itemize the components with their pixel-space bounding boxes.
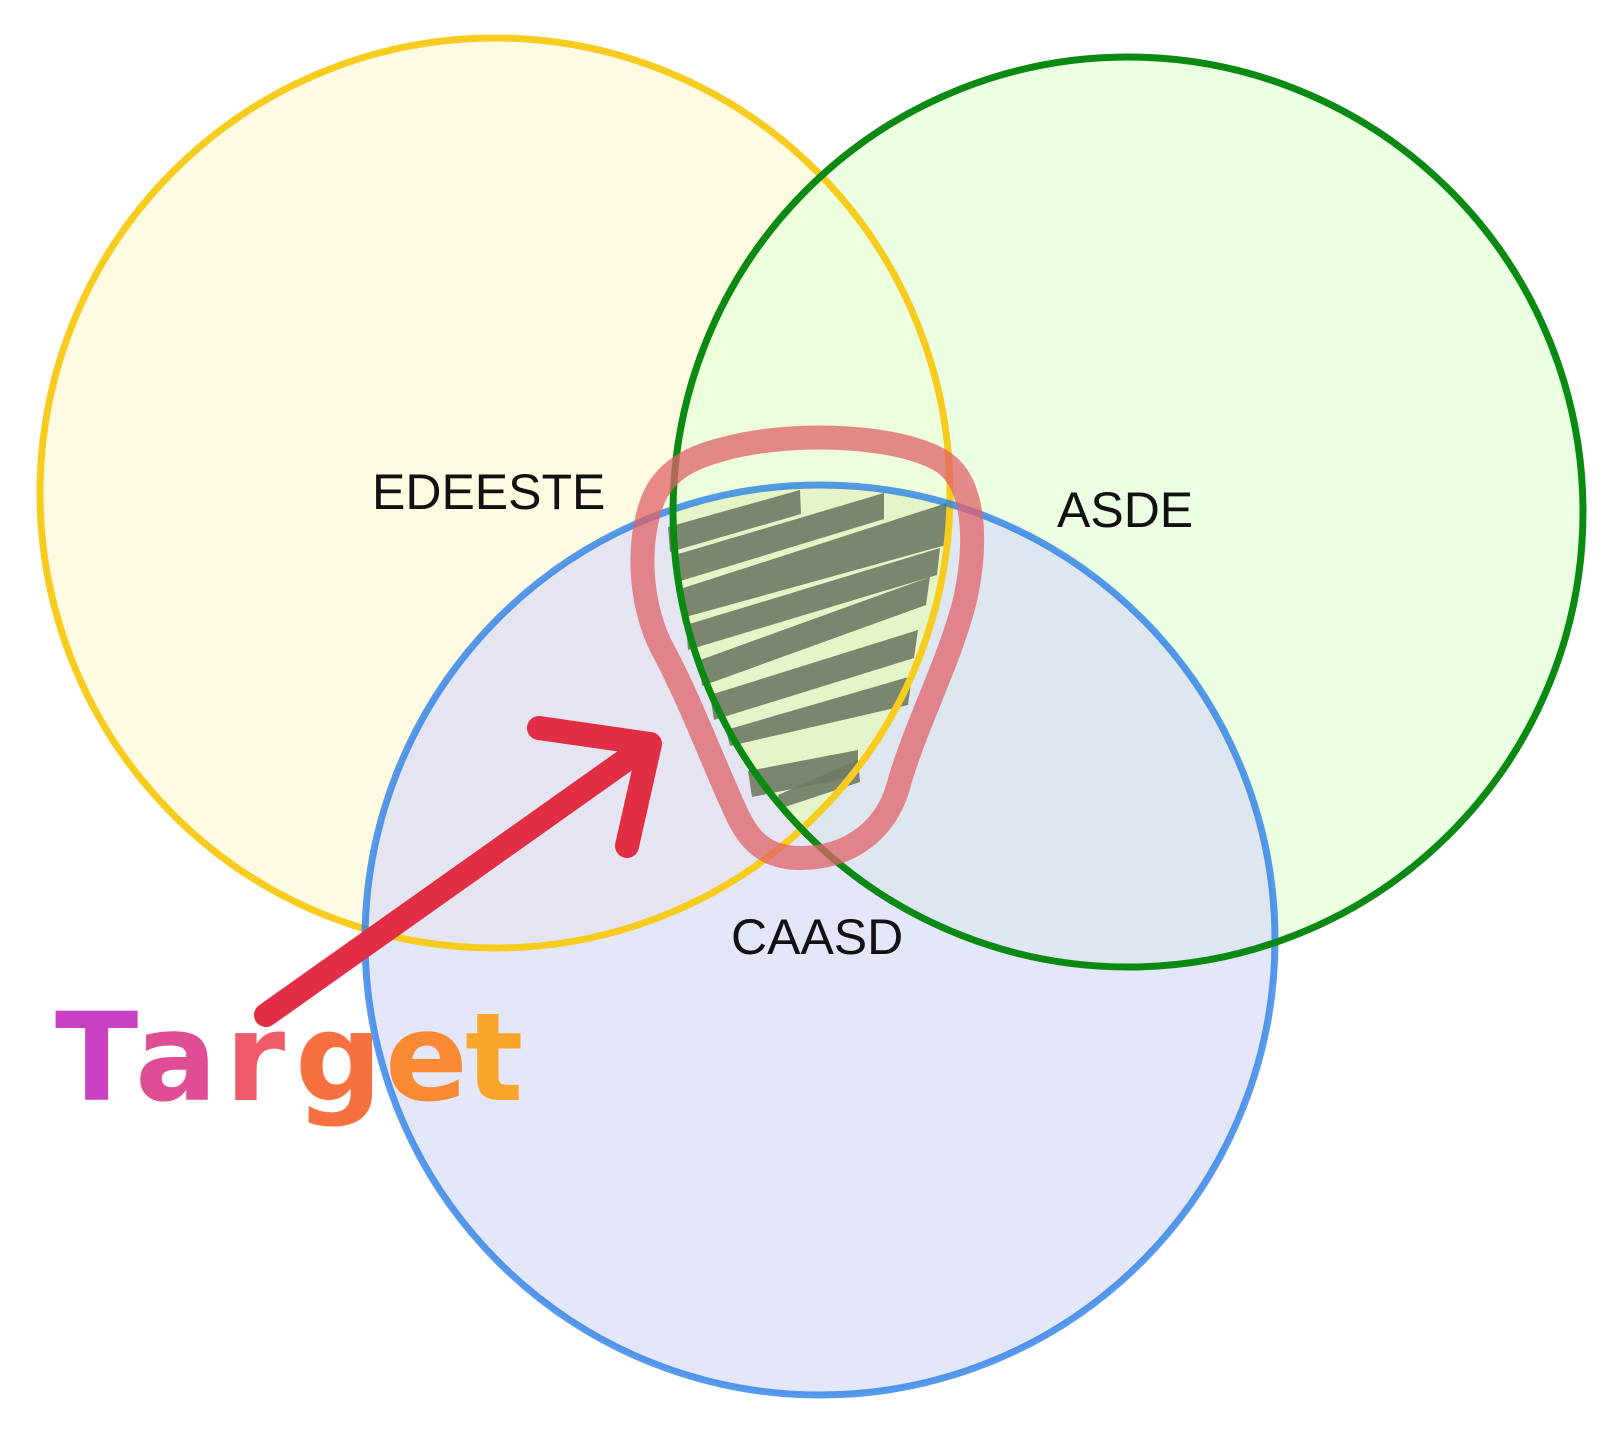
triple-intersection [668, 485, 950, 860]
hatch-stripe [778, 760, 860, 808]
hatch-stripe [686, 548, 940, 650]
set-left-outline [36, 34, 954, 952]
target-label: T a r g e t [55, 987, 523, 1129]
hatch-stripe [710, 630, 918, 720]
target-letter: r [225, 987, 285, 1129]
circle-outlines [36, 34, 1587, 1399]
hatch-stripe [748, 750, 858, 797]
target-letter: e [385, 987, 468, 1129]
set-label-bottom: CAASD [731, 909, 903, 965]
hatch-marks [668, 490, 950, 808]
hatch-stripe [675, 493, 884, 582]
set-right-outline [669, 53, 1587, 971]
target-letter: T [55, 987, 138, 1129]
arrow-head [527, 716, 662, 858]
highlight-outline [630, 425, 984, 870]
target-letter: t [465, 987, 523, 1129]
arrow-icon [254, 716, 662, 1027]
hatch-stripe [668, 490, 801, 552]
set-label-right: ASDE [1057, 482, 1193, 538]
target-letter: g [295, 987, 382, 1129]
hatch-stripe [726, 676, 912, 746]
target-letter: a [135, 987, 217, 1129]
set-bottom-fill [365, 485, 1275, 1395]
arrow-shaft [254, 738, 652, 1027]
hatch-stripe [680, 502, 950, 618]
set-label-left: EDEESTE [372, 464, 605, 520]
hatch-stripe [700, 577, 930, 686]
